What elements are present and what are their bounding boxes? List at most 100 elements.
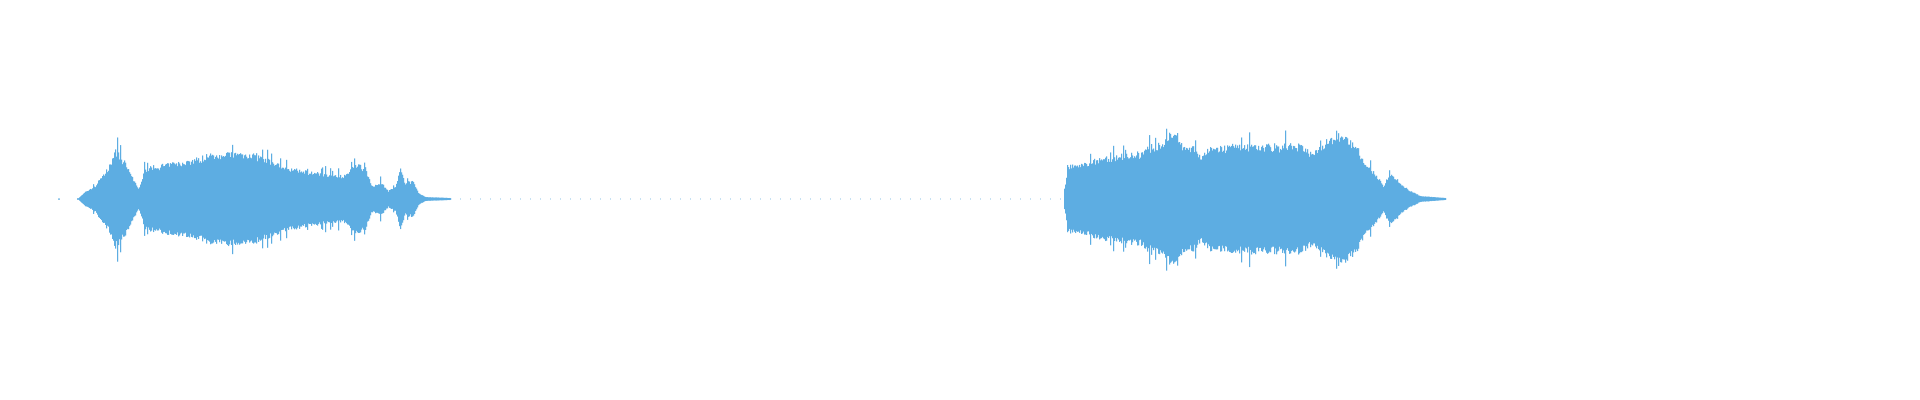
waveform-bar xyxy=(224,156,226,242)
waveform-bars xyxy=(58,128,1447,271)
waveform-bar xyxy=(353,167,355,231)
waveform-bar xyxy=(271,153,273,244)
waveform-bar xyxy=(326,174,328,224)
waveform-bar xyxy=(1385,183,1387,216)
waveform-bar xyxy=(1253,146,1255,254)
waveform-bar xyxy=(1274,143,1276,255)
waveform-bar xyxy=(118,152,120,246)
waveform-bar xyxy=(438,197,440,201)
waveform-bar xyxy=(117,137,119,262)
waveform-bar xyxy=(1358,148,1360,249)
waveform-bar xyxy=(295,169,297,229)
waveform-bar xyxy=(1186,147,1188,251)
waveform-bar xyxy=(1388,177,1390,221)
waveform-bar xyxy=(242,154,244,244)
waveform-bar xyxy=(1406,187,1408,210)
waveform-bar xyxy=(380,176,382,222)
waveform-bar xyxy=(428,197,430,201)
waveform-bar xyxy=(255,155,257,243)
waveform-bar xyxy=(1267,144,1269,254)
waveform-bar xyxy=(211,155,213,244)
waveform-bar xyxy=(413,182,415,216)
waveform-bar xyxy=(1410,191,1412,207)
waveform-bar xyxy=(1210,147,1212,252)
waveform-bar xyxy=(440,197,442,201)
waveform-bar xyxy=(1080,167,1082,231)
waveform-bar xyxy=(1416,194,1418,204)
waveform-bar xyxy=(434,197,436,201)
waveform-bar xyxy=(1234,147,1236,251)
waveform-bar xyxy=(128,169,130,230)
waveform-bar xyxy=(1156,150,1158,249)
waveform-bar xyxy=(1181,143,1183,256)
waveform-bar xyxy=(1208,152,1210,245)
waveform-bar xyxy=(1240,150,1242,247)
waveform-bar xyxy=(421,195,423,203)
waveform-bar xyxy=(223,156,225,242)
waveform-bar xyxy=(157,168,159,231)
waveform-bar xyxy=(1426,196,1428,202)
waveform-bar xyxy=(1330,138,1332,259)
waveform-bar xyxy=(1335,140,1337,257)
waveform-bar xyxy=(88,190,90,208)
waveform-bar xyxy=(1283,148,1285,251)
waveform-bar xyxy=(371,185,373,213)
waveform-bar xyxy=(432,197,434,201)
waveform-bar xyxy=(146,171,148,227)
waveform-bar xyxy=(1390,176,1392,223)
waveform-bar xyxy=(400,168,402,230)
waveform-bar xyxy=(1192,146,1194,252)
waveform-bar xyxy=(202,155,204,242)
waveform-bar xyxy=(1191,147,1193,251)
waveform-bar xyxy=(1250,146,1252,250)
waveform-bar xyxy=(165,164,167,234)
waveform-bar xyxy=(1105,157,1107,242)
waveform-bar xyxy=(89,189,91,209)
waveform-bar xyxy=(442,197,444,201)
waveform-bar xyxy=(1262,145,1264,252)
waveform-bar xyxy=(1261,146,1263,252)
waveform-bar xyxy=(348,173,350,225)
waveform-bar xyxy=(1420,196,1422,202)
waveform-bar xyxy=(1118,157,1120,240)
waveform-bar xyxy=(278,163,280,235)
waveform-bar xyxy=(86,191,88,207)
waveform-bar xyxy=(402,174,404,223)
waveform-bar xyxy=(96,185,98,213)
waveform-bar xyxy=(1077,165,1079,232)
waveform-bar xyxy=(1423,196,1425,202)
waveform-bar xyxy=(1435,197,1437,201)
waveform-bar xyxy=(336,176,338,222)
waveform-bar xyxy=(328,176,330,223)
waveform-bar xyxy=(185,165,187,233)
waveform-bar xyxy=(1139,158,1141,241)
waveform-bar xyxy=(1363,162,1365,235)
waveform-bar xyxy=(1128,158,1130,241)
waveform-bar xyxy=(1121,153,1123,244)
waveform-bar xyxy=(1081,163,1083,234)
waveform-bar xyxy=(346,174,348,224)
waveform-bar xyxy=(234,153,236,244)
waveform-bar xyxy=(178,161,180,237)
waveform-bar xyxy=(1164,144,1166,255)
waveform-bar xyxy=(230,157,232,241)
waveform-bar xyxy=(1386,179,1388,219)
waveform-bar xyxy=(1369,167,1371,230)
waveform-bar xyxy=(1290,143,1292,254)
waveform-bar xyxy=(106,169,108,229)
waveform-bar xyxy=(170,163,172,234)
waveform-bar xyxy=(1400,183,1402,214)
waveform-bar xyxy=(1101,159,1103,239)
waveform-bar xyxy=(87,191,89,207)
waveform-bar xyxy=(419,193,421,205)
waveform-bar xyxy=(1144,150,1146,249)
waveform-bar xyxy=(1344,138,1346,260)
waveform-bar xyxy=(292,170,294,227)
waveform-bar xyxy=(1381,183,1383,215)
waveform-bar xyxy=(361,169,363,230)
waveform-bar xyxy=(410,183,412,215)
waveform-bar xyxy=(112,158,114,239)
waveform-bar xyxy=(179,163,181,236)
waveform-bar xyxy=(99,180,101,218)
waveform-bar xyxy=(1294,146,1296,253)
